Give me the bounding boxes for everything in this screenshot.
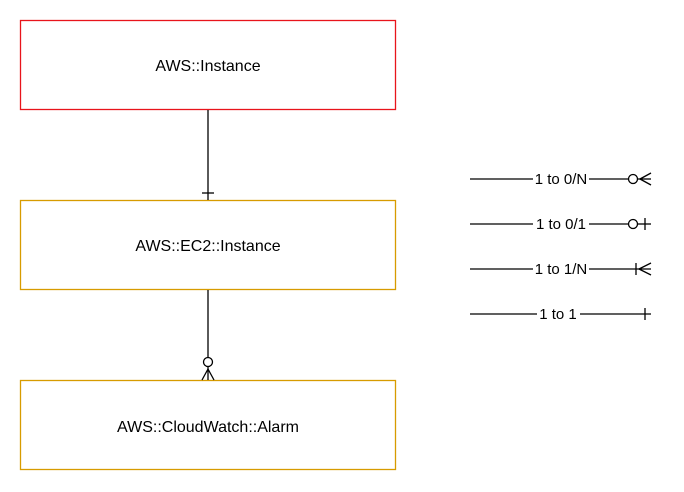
entity-box [19,379,397,471]
legend-item-one-or-many: 1 to 1/N [470,261,652,278]
crow-foot-top [638,262,652,270]
relationship-ec2-alarm[interactable] [201,290,215,381]
relationship-instance-ec2[interactable] [202,110,214,200]
crow-foot-bottom [638,268,652,276]
legend-item-one: 1 to 1 [470,306,651,323]
crow-foot-left [201,368,209,381]
entity-ec2-instance[interactable]: AWS::EC2::Instance [19,199,397,291]
zero-marker [627,218,639,230]
zero-marker [202,356,214,368]
entity-label: AWS::Instance [155,58,260,75]
legend-item-zero-or-one: 1 to 0/1 [470,216,651,233]
crow-foot-top [639,172,652,180]
legend-label: 1 to 1/N [535,261,588,278]
entity-box [19,199,397,291]
legend-label: 1 to 0/N [535,171,588,188]
zero-marker [627,173,639,185]
legend-label: 1 to 0/1 [536,216,586,233]
entity-label: AWS::EC2::Instance [135,238,280,255]
legend: 1 to 0/N 1 to 0/1 1 to 1/N [470,171,652,323]
crow-foot-bottom [639,178,652,186]
entity-label: AWS::CloudWatch::Alarm [117,419,299,436]
entity-aws-instance[interactable]: AWS::Instance [19,19,397,111]
entity-cloudwatch-alarm[interactable]: AWS::CloudWatch::Alarm [19,379,397,471]
entity-box [19,19,397,111]
legend-item-zero-or-many: 1 to 0/N [470,171,652,188]
crow-foot-right [207,368,215,381]
legend-label: 1 to 1 [539,306,577,323]
